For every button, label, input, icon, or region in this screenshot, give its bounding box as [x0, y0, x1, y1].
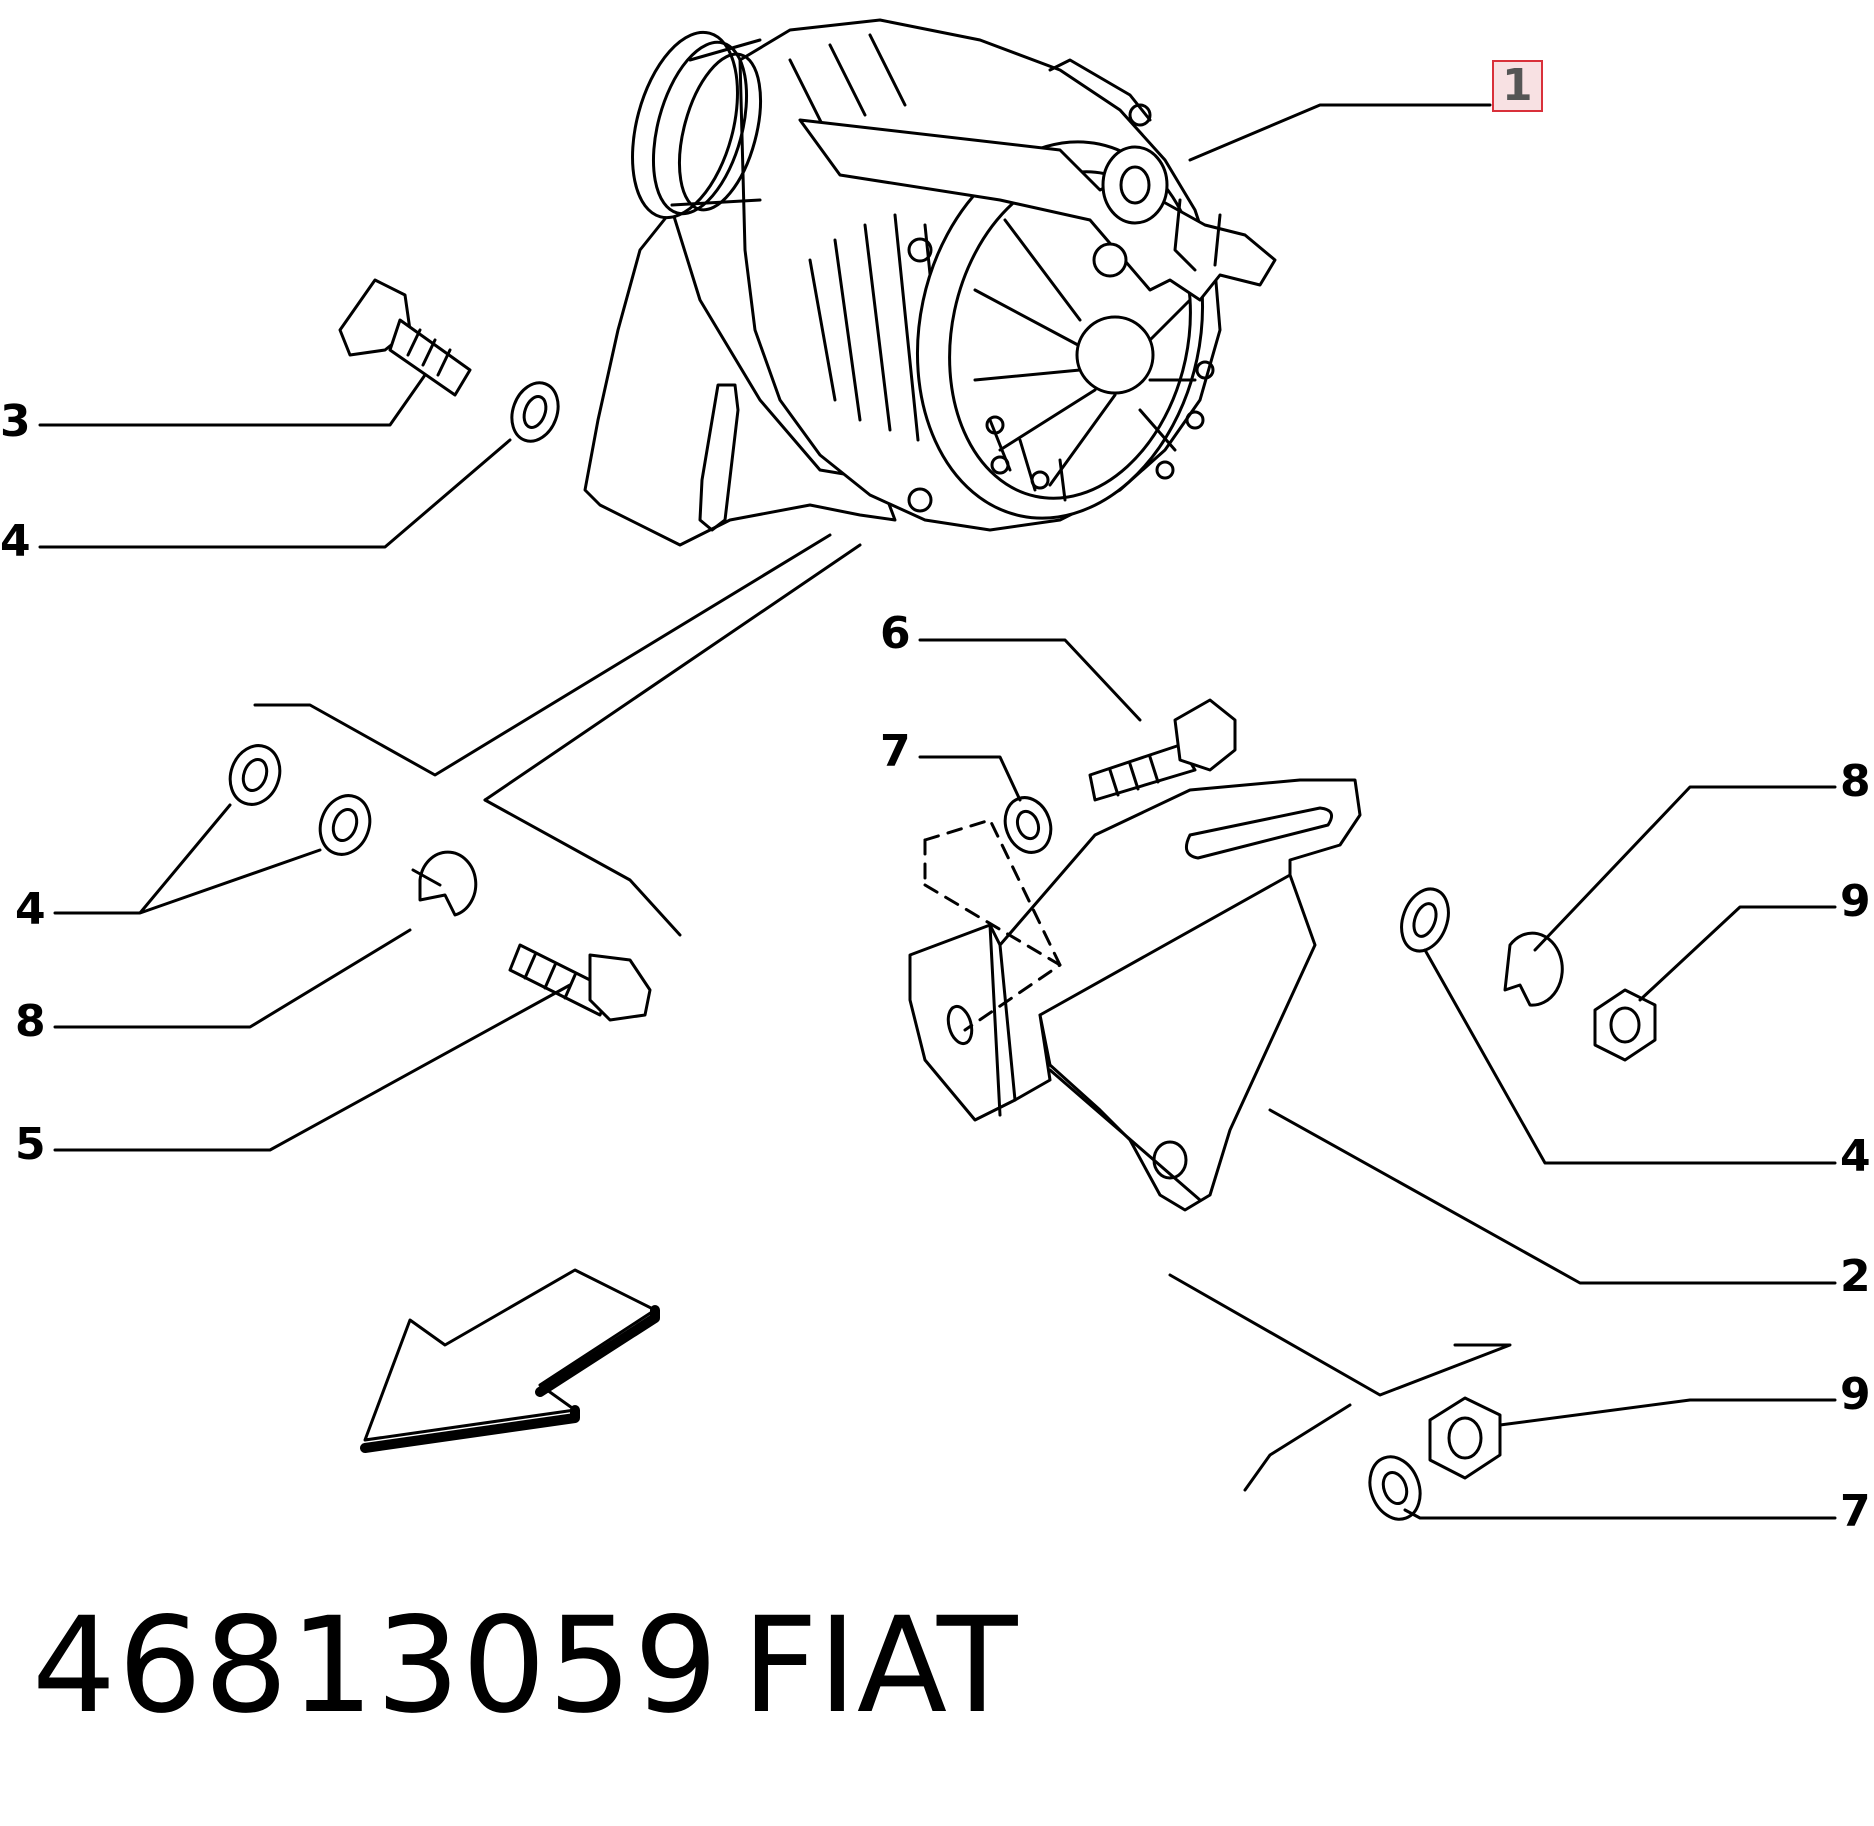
callout-label-4-right[interactable]: 4	[1840, 1131, 1871, 1182]
callout-label-3[interactable]: 3	[0, 396, 31, 447]
direction-arrow-icon	[360, 1268, 660, 1453]
callout-label-7-top[interactable]: 7	[880, 726, 911, 777]
callout-label-1[interactable]: 1	[1492, 60, 1543, 112]
alternator-illustration	[583, 18, 1277, 547]
callout-label-4-top[interactable]: 4	[0, 516, 31, 567]
callout-label-4-left[interactable]: 4	[15, 884, 46, 935]
leader-lines	[38, 103, 1837, 1520]
fasteners	[228, 278, 1657, 1521]
callout-label-7-bottom[interactable]: 7	[1840, 1486, 1871, 1537]
callout-label-8-left[interactable]: 8	[15, 996, 46, 1047]
callout-label-9-bottom[interactable]: 9	[1840, 1369, 1871, 1420]
callout-label-5[interactable]: 5	[15, 1119, 46, 1170]
callout-label-2[interactable]: 2	[1840, 1251, 1871, 1302]
callout-label-8-right[interactable]: 8	[1840, 756, 1871, 807]
callout-label-9-right[interactable]: 9	[1840, 876, 1871, 927]
brand-name: FIAT	[742, 1589, 1018, 1743]
callout-label-6[interactable]: 6	[880, 608, 911, 659]
part-number: 46813059	[32, 1589, 720, 1743]
engine-reference-lines	[253, 533, 1512, 1492]
bracket-illustration	[908, 778, 1362, 1212]
